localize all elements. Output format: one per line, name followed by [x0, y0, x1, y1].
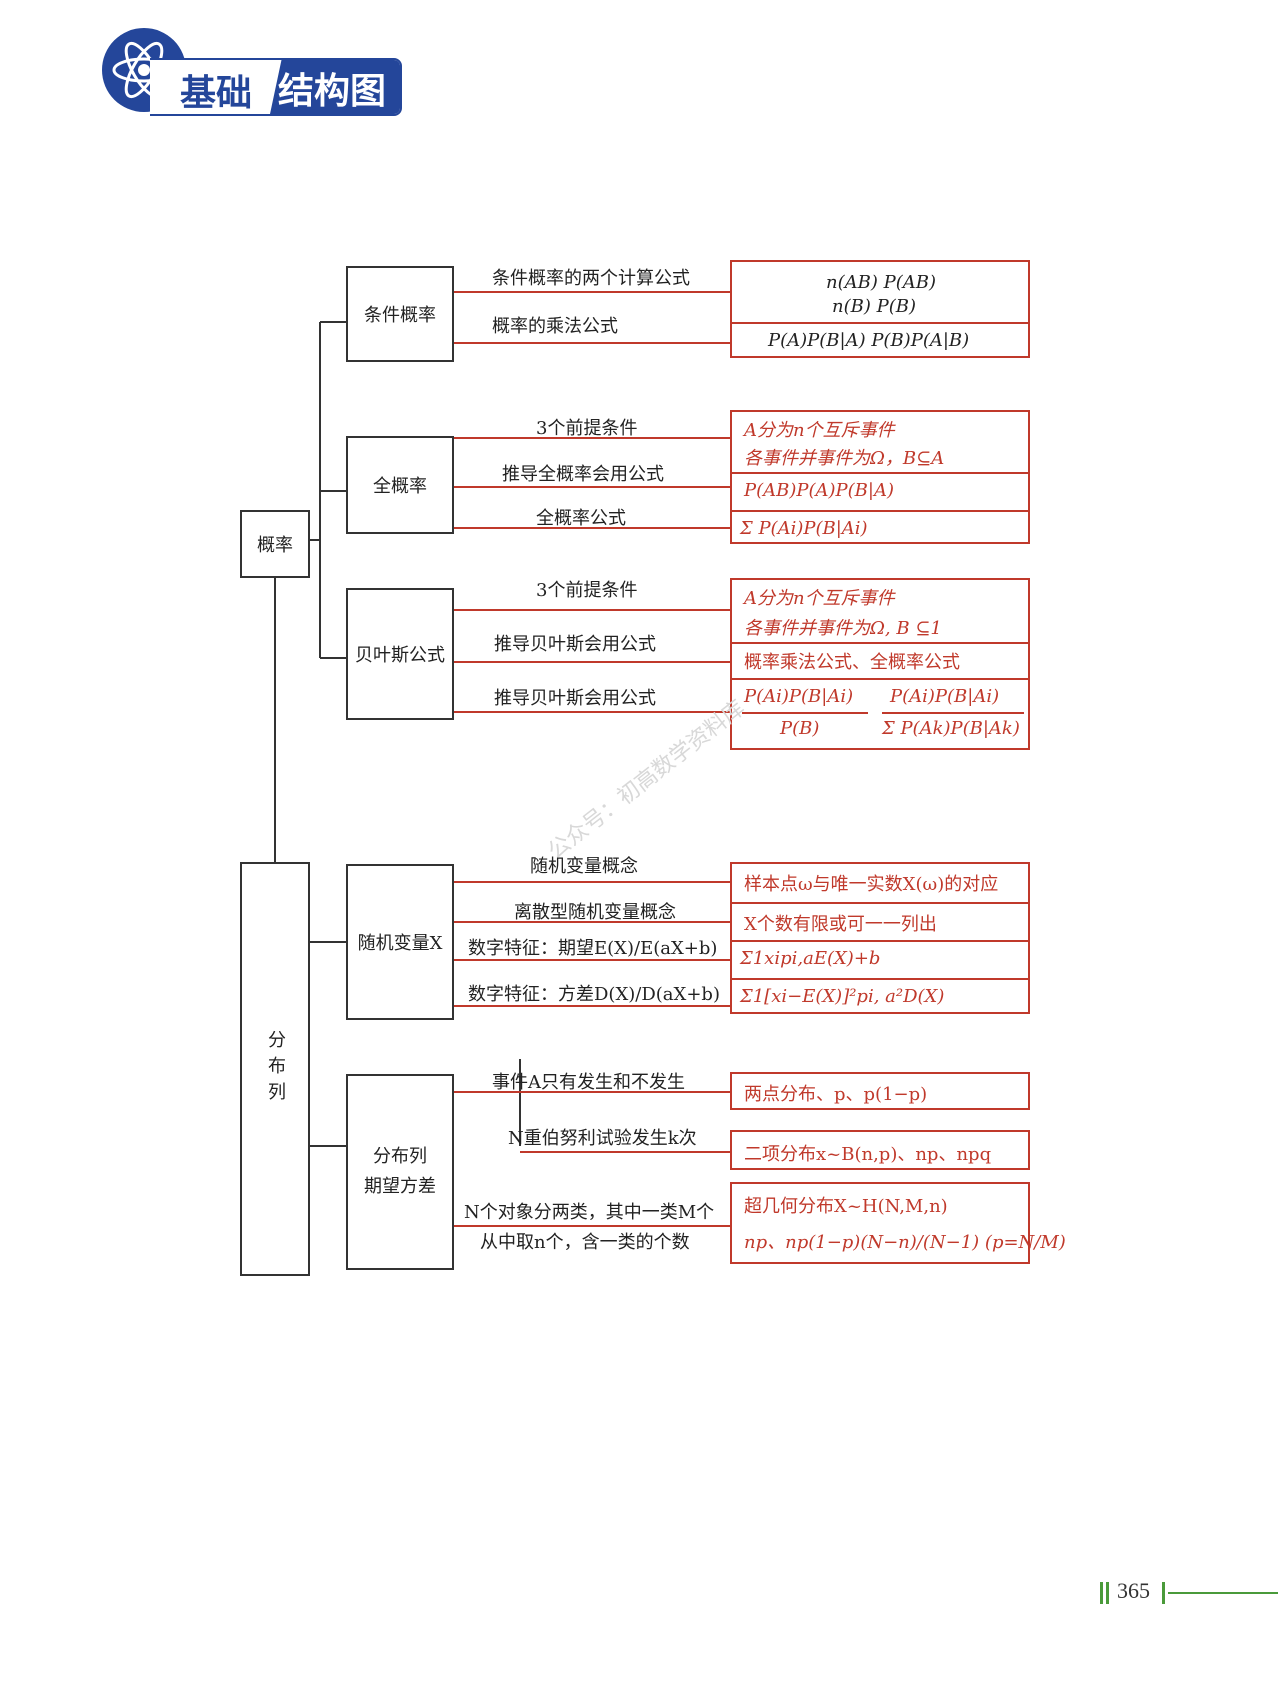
formula-bayes-3c: P(Ai)P(B|Ai): [890, 686, 1000, 707]
label-bayes-3: 推导贝叶斯会用公式: [494, 688, 656, 709]
node-probability: 概率: [240, 510, 310, 578]
formula-bayes-1a: A分为n个互斥事件: [744, 588, 895, 609]
formula-box-random-variable: 样本点ω与唯一实数X(ω)的对应 X个数有限或可一一列出 Σ1xipi,aE(X…: [730, 862, 1030, 1014]
node-conditional-probability: 条件概率: [346, 266, 454, 362]
node-bayes-label: 贝叶斯公式: [355, 645, 445, 666]
formula-box-binomial: 二项分布x~B(n,p)、np、npq: [730, 1130, 1030, 1170]
label-rv-2: 离散型随机变量概念: [514, 902, 676, 923]
node-distribution-expectation: 分布列 期望方差: [346, 1074, 454, 1270]
formula-box-two-point: 两点分布、p、p(1−p): [730, 1072, 1030, 1110]
formula-bayes-3d: Σ P(Ak)P(B|Ak): [882, 718, 1020, 739]
node-bayes: 贝叶斯公式: [346, 588, 454, 720]
formula-de-3a: 超几何分布X~H(N,M,n): [744, 1196, 948, 1217]
formula-de-3b: np、np(1−p)(N−n)/(N−1) (p=N/M): [744, 1232, 1066, 1253]
formula-box-conditional: n(AB) P(AB) n(B) P(B) P(A)P(B|A) P(B)P(A…: [730, 260, 1030, 358]
formula-rv-2: X个数有限或可一一列出: [744, 914, 937, 935]
fraction-bar-2: [882, 712, 1024, 714]
label-rv-1: 随机变量概念: [530, 856, 638, 877]
formula-cond-1a: n(AB) P(AB): [826, 272, 936, 293]
formula-rv-3: Σ1xipi,aE(X)+b: [740, 948, 881, 969]
label-total-1: 3个前提条件: [536, 418, 638, 439]
node-conditional-label: 条件概率: [364, 305, 436, 326]
formula-bayes-2: 概率乘法公式、全概率公式: [744, 652, 960, 673]
page-number-decoration: [1100, 1582, 1278, 1604]
label-cond-2: 概率的乘法公式: [492, 316, 618, 337]
formula-box-total: A分为n个互斥事件 各事件并事件为Ω，B⊆A P(AB)P(A)P(B|A) Σ…: [730, 410, 1030, 544]
label-rv-4: 数字特征：方差D(X)/D(aX+b): [468, 984, 720, 1005]
node-probability-label: 概率: [257, 535, 293, 556]
formula-box-hypergeometric: 超几何分布X~H(N,M,n) np、np(1−p)(N−n)/(N−1) (p…: [730, 1182, 1066, 1264]
node-dist-exp-label: 分布列 期望方差: [364, 1146, 436, 1197]
formula-box-bayes: A分为n个互斥事件 各事件并事件为Ω, B ⊆1 概率乘法公式、全概率公式 P(…: [730, 578, 1030, 750]
formula-bayes-3a: P(Ai)P(B|Ai): [744, 686, 854, 707]
label-de-2: N重伯努利试验发生k次: [508, 1128, 697, 1149]
formula-total-3: Σ P(Ai)P(B|Ai): [740, 518, 868, 539]
label-de-3b: 从中取n个，含一类的个数: [480, 1232, 690, 1253]
formula-total-1b: 各事件并事件为Ω，B⊆A: [744, 448, 945, 469]
formula-rv-4: Σ1[xi−E(X)]²pi, a²D(X): [740, 986, 945, 1007]
formula-cond-1b: n(B) P(B): [832, 296, 916, 317]
formula-bayes-1b: 各事件并事件为Ω, B ⊆1: [744, 618, 942, 639]
label-rv-3: 数字特征：期望E(X)/E(aX+b): [468, 938, 718, 959]
label-bayes-2: 推导贝叶斯会用公式: [494, 634, 656, 655]
node-total-probability: 全概率: [346, 436, 454, 534]
node-distribution: 分布列: [240, 862, 310, 1276]
formula-bayes-3b: P(B): [780, 718, 820, 739]
label-bayes-1: 3个前提条件: [536, 580, 638, 601]
formula-cond-2: P(A)P(B|A) P(B)P(A|B): [768, 330, 970, 351]
header-title-left: 基础: [180, 73, 253, 114]
formula-de-2: 二项分布x~B(n,p)、np、npq: [744, 1144, 992, 1165]
fraction-bar-1: [742, 712, 868, 714]
node-total-label: 全概率: [373, 476, 427, 497]
label-de-1: 事件A只有发生和不发生: [492, 1072, 685, 1093]
formula-de-1: 两点分布、p、p(1−p): [744, 1084, 928, 1105]
label-cond-1: 条件概率的两个计算公式: [492, 268, 690, 289]
header-banner: 基础: [150, 58, 402, 116]
formula-total-2: P(AB)P(A)P(B|A): [744, 480, 894, 501]
node-random-variable: 随机变量X: [346, 864, 454, 1020]
node-random-variable-label: 随机变量X: [357, 933, 443, 954]
formula-total-1a: A分为n个互斥事件: [744, 420, 895, 441]
label-total-3: 全概率公式: [536, 508, 626, 529]
node-distribution-label: 分布列: [265, 1030, 286, 1108]
label-total-2: 推导全概率会用公式: [502, 464, 664, 485]
formula-rv-1: 样本点ω与唯一实数X(ω)的对应: [744, 874, 999, 895]
page-number: 365: [1117, 1578, 1150, 1603]
header-title-right: 结构图: [278, 71, 387, 112]
label-de-3a: N个对象分两类，其中一类M个: [464, 1202, 715, 1223]
